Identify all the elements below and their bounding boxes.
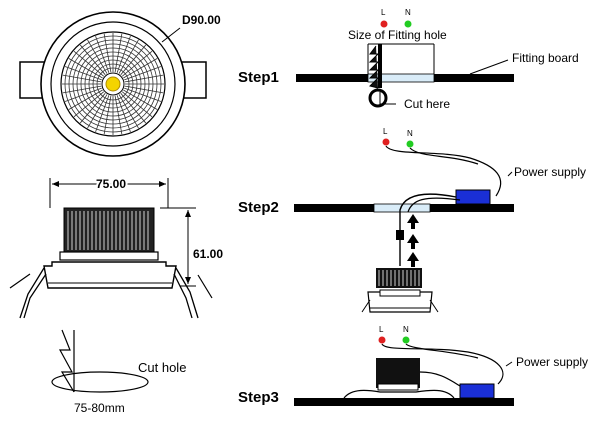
diameter-leader xyxy=(161,27,181,43)
fitting-board-left xyxy=(294,204,374,212)
cut-range-label: 75-80mm xyxy=(74,401,125,415)
cut-here-label: Cut here xyxy=(404,97,450,111)
cut-hole-label: Cut hole xyxy=(138,360,186,375)
neutral-terminal-dot xyxy=(402,336,410,344)
mains-wire xyxy=(381,343,504,385)
driver-cable xyxy=(399,193,457,232)
heatsink xyxy=(63,207,155,255)
mains-wire xyxy=(385,145,502,197)
left-spring xyxy=(19,267,47,319)
neutral-terminal-label: N xyxy=(407,129,413,138)
step3: Step3 L N Power supply xyxy=(238,325,588,406)
step2: Step2 L N Power supply xyxy=(238,127,586,313)
heatsink-collar xyxy=(59,251,159,261)
neutral-terminal-label: N xyxy=(405,8,411,17)
fitting-board-right xyxy=(430,204,514,212)
live-terminal-dot xyxy=(380,20,388,28)
fitting-board-right xyxy=(434,74,514,82)
live-terminal-dot xyxy=(382,138,390,146)
diameter-label: D90.00 xyxy=(182,13,221,27)
saw-handle xyxy=(368,88,388,108)
cut-hole-view: Cut hole 75-80mm xyxy=(51,329,186,415)
live-terminal-label: L xyxy=(383,127,388,136)
power-supply-label: Power supply xyxy=(516,355,588,369)
right-spring xyxy=(173,267,199,319)
side-view: 75.00 61.00 xyxy=(9,175,223,319)
saw-blade xyxy=(368,45,380,89)
lamp-housing xyxy=(43,261,177,289)
width-label: 75.00 xyxy=(96,177,126,191)
neutral-terminal-label: N xyxy=(403,325,409,334)
height-label: 61.00 xyxy=(193,247,223,261)
neutral-terminal-dot xyxy=(404,20,412,28)
lamp-heatsink xyxy=(376,358,420,388)
fitting-board-left xyxy=(296,74,368,82)
top-view: D90.00 xyxy=(19,11,221,157)
live-terminal-dot xyxy=(378,336,386,344)
saw-icon xyxy=(58,329,75,393)
fitting-board-label: Fitting board xyxy=(512,51,579,65)
power-supply-box xyxy=(459,383,495,399)
heatsink-fins xyxy=(67,211,149,250)
step1-label: Step1 xyxy=(238,69,279,86)
live-terminal-label: L xyxy=(379,325,384,334)
reflector-grid xyxy=(62,33,164,135)
fitting-hole-size-label: Size of Fitting hole xyxy=(348,28,447,42)
step2-label: Step2 xyxy=(238,199,279,216)
step1: Step1 L N Size of Fitting hole Fitting b… xyxy=(238,8,579,111)
power-supply-label: Power supply xyxy=(514,165,586,179)
cut-hole-ellipse xyxy=(51,371,149,393)
live-terminal-label: L xyxy=(381,8,386,17)
neutral-terminal-dot xyxy=(406,140,414,148)
led-chip xyxy=(105,76,121,92)
power-supply-box xyxy=(455,189,491,205)
step3-label: Step3 xyxy=(238,389,279,406)
push-up-arrows xyxy=(407,214,419,267)
fitting-board xyxy=(294,398,514,406)
lamp-trim xyxy=(343,389,455,399)
